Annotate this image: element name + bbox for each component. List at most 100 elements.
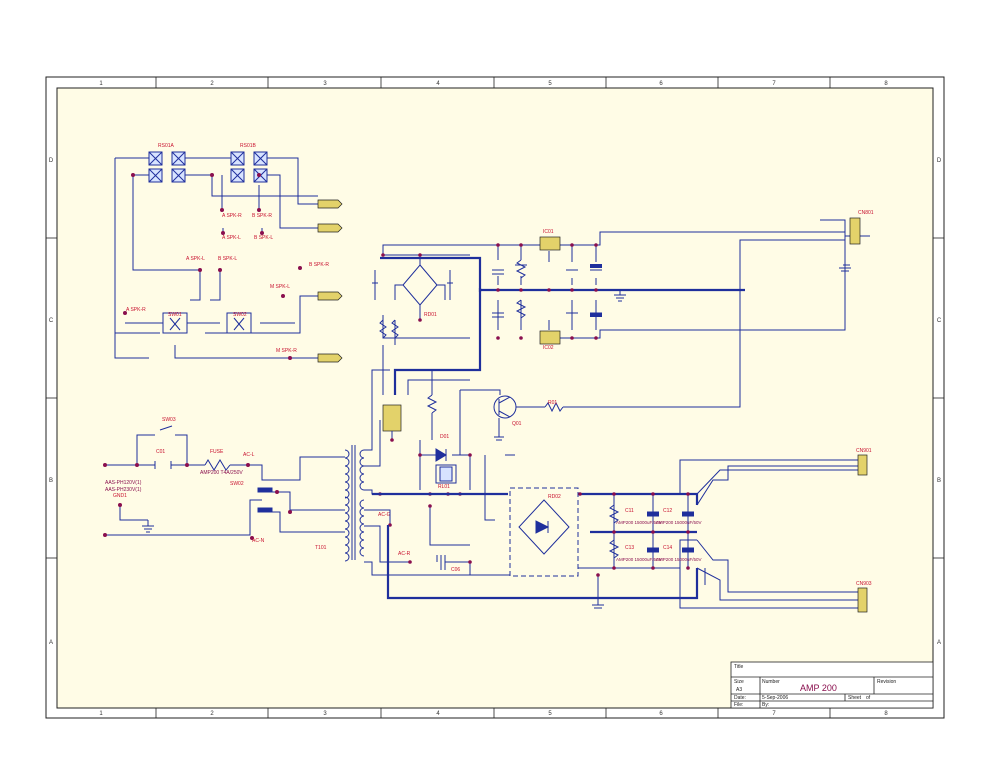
voltage-option-1: AAS-PH120V(1): [105, 480, 142, 486]
d01-ref: D01: [440, 434, 449, 440]
mains-junctions: [103, 463, 292, 540]
row-label-d-r: D: [937, 158, 942, 164]
ac-l-label: AC-L: [243, 452, 255, 458]
sw03-ref: SW03: [162, 417, 176, 423]
lv-junctions: [381, 243, 598, 340]
label-m-spk-l: M SPK-L: [270, 284, 290, 290]
col-label-6: 6: [659, 81, 663, 87]
label-b-spk-l: B SPK-L: [254, 235, 273, 241]
c14-ref: C14: [663, 545, 672, 551]
col-label-4b: 4: [436, 711, 440, 717]
supply-labels: RD01 IC01 IC02 CN801 CN901 CN903 RL01 Q0…: [424, 210, 874, 587]
q01-ref: Q01: [512, 421, 522, 427]
ic01-ref: IC01: [543, 229, 554, 235]
grid-ticks: [46, 77, 944, 718]
label-b-spk-r: B SPK-R: [252, 213, 272, 219]
ac-n-label: AC-N: [252, 538, 265, 544]
transformer: [344, 369, 470, 576]
column-markers-top: 1 2 3 4 5 6 7 8: [99, 81, 888, 87]
c01-ref: C01: [156, 449, 165, 455]
label-m-spk-r: M SPK-R: [276, 348, 297, 354]
c13-ref: C13: [625, 545, 634, 551]
ic02-ref: IC02: [543, 345, 554, 351]
col-label-6b: 6: [659, 711, 663, 717]
hv-junctions: [578, 492, 690, 577]
fuse-ref: FUSE: [210, 449, 224, 455]
row-label-a: A: [49, 640, 53, 646]
voltage-option-2: AAS-PH230V(1): [105, 487, 142, 493]
c12-ref: C12: [663, 508, 672, 514]
lv-cap-fills: [590, 264, 602, 317]
ac-g-label: AC-G: [378, 512, 391, 518]
col-label-5: 5: [548, 81, 552, 87]
hv-resistors: [608, 504, 620, 559]
c12-rating: AMP200 15000uF/50V: [656, 520, 702, 525]
c06-ref: C06: [451, 567, 460, 573]
col-label-2: 2: [210, 81, 214, 87]
col-label-7b: 7: [772, 711, 776, 717]
col-label-3b: 3: [323, 711, 327, 717]
cn903-ref: CN903: [856, 581, 872, 587]
sheet-value: of: [866, 695, 871, 701]
lv-regulators: [539, 236, 561, 345]
row-label-a-r: A: [937, 640, 941, 646]
number-label: Number: [762, 679, 780, 685]
label-a-spk-r2: A SPK-R: [126, 307, 146, 313]
col-label-2b: 2: [210, 711, 214, 717]
relay-circuit: [382, 239, 845, 575]
column-markers-bottom: 1 2 3 4 5 6 7 8: [99, 711, 888, 717]
voltage-switch-ref: SW02: [230, 481, 244, 487]
row-label-c-r: C: [937, 318, 942, 324]
c14-rating: AMP200 15000uF/50V: [656, 557, 702, 562]
rl01-ref: RL01: [438, 484, 450, 490]
speaker-bank-labels: RS01A RS01B A SPK-R B SPK-R A SPK-L B SP…: [126, 143, 329, 354]
file-label: File:: [734, 702, 743, 708]
row-label-b: B: [49, 478, 53, 484]
mains-labels: SW03 C01 FUSE AC-L SW02 GND1 AC-N T101 A…: [113, 417, 411, 557]
mains-notes: AMP200 T4A/250V AAS-PH120V(1) AAS-PH230V…: [105, 470, 243, 493]
hv-cap-fills: [647, 512, 694, 552]
relay-b-ref: RS01B: [240, 143, 257, 149]
size-value: A3: [736, 687, 742, 693]
supply-notes: AMP200 15000uF/50V AMP200 15000uF/50V AM…: [616, 520, 702, 562]
rd01-ref: RD01: [424, 312, 437, 318]
switch-b-ref: SW02: [233, 312, 247, 318]
lv-supply-wiring: [372, 219, 870, 395]
rd02-ref: RD02: [548, 494, 561, 500]
lv-thick-rails: [380, 256, 745, 395]
label-b-spk-r2: B SPK-R: [309, 262, 329, 268]
col-label-8: 8: [884, 81, 888, 87]
speaker-bank-junctions: [123, 173, 302, 360]
size-label: Size: [734, 679, 744, 685]
inner-frame: [56, 87, 934, 709]
relay-a-ref: RS01A: [158, 143, 175, 149]
label-b-spk-l2: B SPK-L: [218, 256, 237, 262]
title-block-text: Title Size A3 Number Revision Date: 5-Se…: [734, 664, 896, 708]
lv-ground: [614, 265, 851, 302]
transformer-ref: T101: [315, 545, 327, 551]
lv-resistors: [379, 259, 564, 414]
row-markers: D C B A D C B A: [49, 158, 942, 646]
by-label: By:: [762, 702, 769, 708]
gnd-ref: GND1: [113, 493, 127, 499]
label-a-spk-l: A SPK-L: [222, 235, 241, 241]
mains-wiring: [105, 425, 345, 536]
fuse-value: AMP200 T4A/250V: [200, 470, 243, 476]
sheet-label: Sheet: [848, 695, 862, 701]
c11-ref: C11: [625, 508, 634, 514]
row-label-d: D: [49, 158, 54, 164]
row-label-b-r: B: [937, 478, 941, 484]
drawing-number: AMP 200: [800, 683, 837, 693]
col-label-3: 3: [323, 81, 327, 87]
cn801: [849, 217, 861, 245]
date-value: 5-Sep-2006: [762, 695, 788, 701]
col-label-1: 1: [99, 81, 103, 87]
c13-rating: AMP200 15000uF/50V: [616, 557, 662, 562]
col-label-4: 4: [436, 81, 440, 87]
c11-rating: AMP200 15000uF/50V: [616, 520, 662, 525]
label-a-spk-r: A SPK-R: [222, 213, 242, 219]
speaker-relay-bank: [114, 151, 318, 359]
title-label: Title: [734, 664, 743, 670]
r01-ref: R01: [548, 400, 557, 406]
